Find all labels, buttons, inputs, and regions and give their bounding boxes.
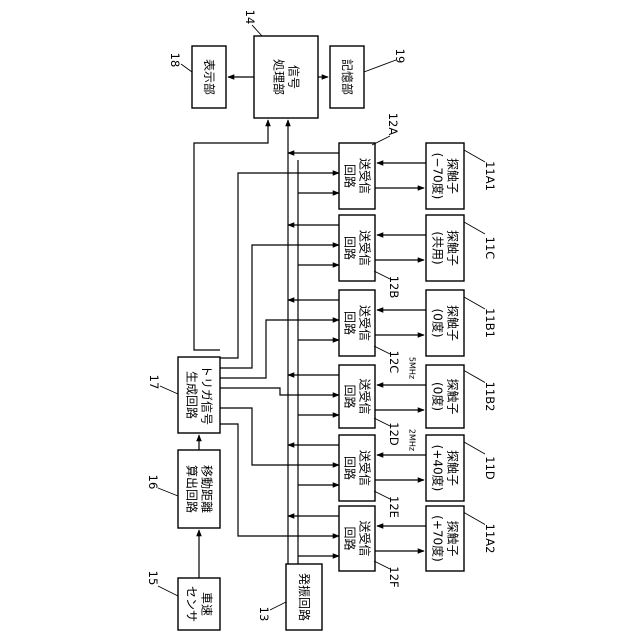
transceiver-circuit-2-label-2: 回路 [343, 236, 358, 260]
signal-processor-block-label-2: 処理部 [272, 59, 287, 95]
oscillator-block: 発振回路 [286, 564, 322, 630]
transceiver-circuit-3: 送受信回路 [339, 290, 375, 356]
trigger-to-circuit-6-wire [220, 424, 339, 536]
trigger-ref: 17 [147, 375, 161, 390]
transceiver-circuit-4-label-2: 回路 [343, 384, 358, 408]
oscillator-ref-leader [270, 602, 286, 610]
probe-ref-4: 11B2 [483, 382, 497, 412]
oscillator-block-label-1: 発振回路 [297, 573, 312, 621]
speed-sensor-ref-leader [158, 586, 178, 596]
display-ref-leader [181, 64, 192, 72]
frequency-label-3: 5MHz [408, 357, 417, 379]
probe-2: 探触子(共用) [426, 215, 464, 281]
frequency-label-4: 2MHz [408, 429, 417, 451]
probe-3-label-1: 探触子 [446, 305, 460, 341]
probe-1-label-2: (−70度) [431, 153, 446, 200]
transceiver-circuit-5-label-1: 送受信 [358, 450, 373, 486]
transceiver-circuit-3-label-1: 送受信 [358, 305, 373, 341]
transceiver-circuit-6-label-1: 送受信 [358, 520, 373, 556]
transceiver-circuit-5: 送受信回路 [339, 435, 375, 501]
transceiver-circuit-2: 送受信回路 [339, 215, 375, 281]
speed-sensor-block-label-2: センサ [185, 586, 199, 622]
distance-ref: 16 [146, 475, 160, 490]
circuit-ref-leader-5 [374, 491, 390, 499]
transceiver-circuit-2-label-1: 送受信 [358, 230, 373, 266]
probe-3: 探触子(0度) [426, 290, 464, 356]
display-ref: 18 [168, 53, 182, 68]
storage-ref: 19 [393, 49, 407, 64]
transceiver-circuit-6-label-2: 回路 [343, 526, 358, 550]
transceiver-circuit-1: 送受信回路 [339, 143, 375, 209]
transceiver-circuit-6: 送受信回路 [339, 506, 375, 571]
probe-ref-leader-3 [464, 297, 485, 309]
distance-calc-block: 移動距離算出回路 [178, 450, 220, 528]
circuit-ref-3: 12C [387, 351, 401, 374]
signal-processor-ref-leader [252, 25, 262, 36]
circuit-ref-6: 12F [387, 566, 401, 587]
probe-ref-2: 11C [483, 237, 497, 260]
trigger-generator-block: トリガ信号生成回路 [178, 357, 220, 433]
probe-ref-leader-6 [464, 513, 485, 525]
circuit-ref-leader-6 [374, 561, 390, 569]
storage-block-label-1: 記憶部 [340, 59, 355, 95]
probe-4-label-2: (0度) [431, 382, 446, 411]
trigger-to-processor-wire [194, 120, 268, 350]
circuit-ref-1: 12A [386, 113, 400, 136]
speed-sensor-ref: 15 [146, 571, 160, 586]
probe-ref-1: 11A1 [483, 161, 497, 191]
probe-ref-leader-2 [464, 222, 485, 234]
transceiver-circuit-1-label-2: 回路 [343, 164, 358, 188]
probe-1-label-1: 探触子 [446, 158, 460, 194]
probe-2-label-1: 探触子 [446, 230, 460, 266]
probe-6: 探触子(+70度) [426, 506, 464, 571]
oscillator-ref: 13 [257, 607, 271, 622]
probe-4-label-1: 探触子 [446, 378, 460, 414]
display-block: 表示部 [192, 46, 226, 108]
distance-calc-block-label-2: 算出回路 [185, 465, 200, 513]
transceiver-circuit-3-label-2: 回路 [343, 311, 358, 335]
trigger-ref-leader [160, 386, 178, 394]
signal-processor-block: 信号処理部 [254, 36, 318, 118]
circuit-ref-5: 12E [387, 496, 401, 518]
probe-4: 探触子(0度) [426, 365, 464, 428]
storage-ref-leader [364, 60, 396, 72]
signal-processor-block-label-1: 信号 [287, 65, 301, 89]
speed-sensor-block-label-1: 車速 [200, 592, 214, 616]
probe-ref-leader-4 [464, 371, 485, 383]
transceiver-circuit-5-label-2: 回路 [343, 456, 358, 480]
probe-ref-6: 11A2 [483, 524, 497, 554]
trigger-to-circuit-4-wire [220, 388, 339, 395]
probe-6-label-1: 探触子 [446, 520, 460, 556]
probe-5: 探触子(+40度) [426, 435, 464, 501]
transceiver-circuit-1-label-1: 送受信 [358, 158, 373, 194]
circuit-ref-leader-1 [372, 136, 390, 145]
probe-ref-5: 11D [483, 456, 497, 480]
transceiver-circuit-4: 送受信回路 [339, 365, 375, 428]
circuit-ref-2: 12B [387, 276, 401, 299]
probe-6-label-2: (+70度) [431, 515, 446, 562]
probe-ref-3: 11B1 [483, 308, 497, 338]
probe-ref-leader-5 [464, 442, 485, 454]
trigger-generator-block-label-2: 生成回路 [185, 371, 200, 419]
speed-sensor-block: 車速センサ [178, 578, 220, 630]
signal-processor-ref: 14 [243, 10, 257, 25]
transceiver-circuit-4-label-1: 送受信 [358, 378, 373, 414]
probe-1: 探触子(−70度) [426, 143, 464, 209]
probe-3-label-2: (0度) [431, 309, 446, 338]
probe-2-label-2: (共用) [431, 231, 445, 264]
blocks-layer: 信号処理部表示部記憶部トリガ信号生成回路移動距離算出回路車速センサ発振回路送受信… [178, 36, 464, 630]
trigger-generator-block-label-1: トリガ信号 [200, 365, 214, 425]
display-block-label-1: 表示部 [202, 59, 217, 95]
distance-ref-leader [158, 488, 178, 496]
probe-5-label-2: (+40度) [431, 445, 446, 492]
probe-5-label-1: 探触子 [446, 450, 460, 486]
distance-calc-block-label-1: 移動距離 [200, 465, 214, 513]
storage-block: 記憶部 [330, 46, 364, 108]
probe-ref-leader-1 [464, 150, 485, 162]
